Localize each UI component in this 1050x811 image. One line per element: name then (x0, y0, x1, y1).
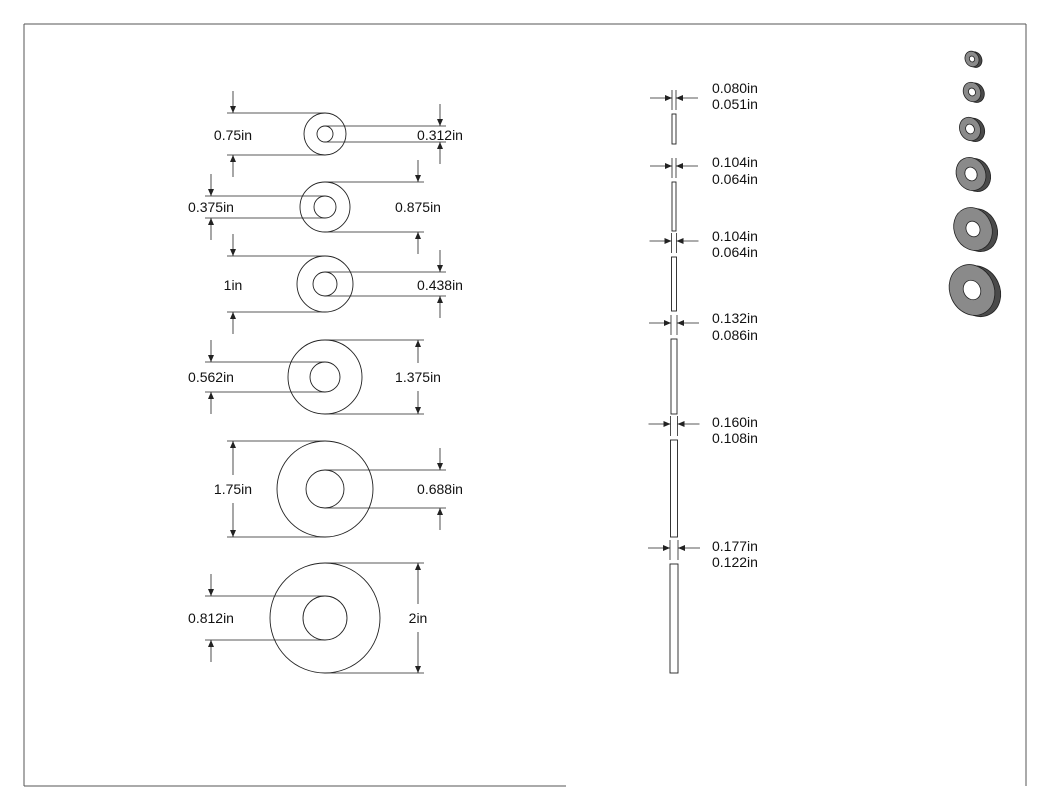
profile-3-max-dim: 0.104in (712, 228, 758, 244)
washer-3-inner-dim: 0.438in (417, 277, 463, 293)
washer-4-outer-dim: 1.375in (395, 369, 441, 385)
washer-4-inner-dim: 0.562in (188, 369, 234, 385)
washer-iso-hole (962, 279, 982, 301)
washer-6-outer-dim: 2in (409, 610, 428, 626)
washer-profile-1 (650, 90, 698, 145)
washer-profile-2 (650, 158, 698, 232)
washer-iso-hole (968, 55, 976, 63)
washer-1-inner-dim: 0.312in (417, 127, 463, 143)
washer-inner-circle (302, 595, 348, 641)
profile-3-min-dim: 0.064in (712, 244, 758, 260)
washer-5-outer-dim: 1.75in (214, 481, 252, 497)
washer-6-inner-dim: 0.812in (188, 610, 234, 626)
washer-inner-circle (309, 361, 341, 393)
profile-6-min-dim: 0.122in (712, 554, 758, 570)
washer-isometric-2 (962, 81, 985, 103)
washer-isometric-5 (953, 207, 999, 252)
washer-2-inner-dim: 0.375in (188, 199, 234, 215)
washer-front-view-4 (205, 339, 424, 415)
washer-inner-circle (316, 125, 334, 143)
washer-front-view-6 (205, 562, 424, 674)
washer-inner-circle (312, 271, 338, 297)
washer-profile-3 (649, 233, 699, 312)
washer-front-view-5 (227, 440, 446, 538)
washer-outer-circle (287, 339, 363, 415)
washer-2-outer-dim: 0.875in (395, 199, 441, 215)
profile-5-min-dim: 0.108in (712, 430, 758, 446)
washer-iso-hole (964, 166, 978, 182)
profile-1-min-dim: 0.051in (712, 96, 758, 112)
washer-profile-6 (648, 540, 700, 674)
washer-inner-circle (305, 469, 345, 509)
profile-rectangle (670, 439, 678, 538)
washer-front-view-2 (205, 160, 424, 254)
washer-iso-hole (965, 220, 981, 238)
washer-outer-circle (299, 181, 351, 233)
profile-4-min-dim: 0.086in (712, 327, 758, 343)
washer-front-view-3 (227, 234, 446, 334)
profile-rectangle (671, 256, 677, 312)
profile-rectangle (670, 338, 678, 415)
profile-6-max-dim: 0.177in (712, 538, 758, 554)
profile-rectangle (671, 181, 677, 232)
washer-isometric-3 (959, 116, 986, 142)
washer-inner-circle (313, 195, 337, 219)
profile-rectangle (671, 113, 677, 145)
washer-1-outer-dim: 0.75in (214, 127, 252, 143)
washer-front-view-1 (227, 91, 446, 177)
profile-4-max-dim: 0.132in (712, 310, 758, 326)
washer-outer-circle (303, 112, 347, 156)
washer-profile-4 (649, 315, 699, 415)
washer-iso-hole (968, 87, 976, 97)
washer-outer-circle (296, 255, 354, 313)
washer-5-inner-dim: 0.688in (417, 481, 463, 497)
profile-rectangle (669, 563, 679, 674)
profile-5-max-dim: 0.160in (712, 414, 758, 430)
washer-profile-views (648, 90, 700, 674)
sheet-border (23, 23, 1027, 787)
washer-isometric-6 (948, 264, 1002, 317)
washer-isometric-1 (964, 50, 983, 68)
washer-3-outer-dim: 1in (224, 277, 243, 293)
profile-2-max-dim: 0.104in (712, 154, 758, 170)
washer-iso-hole (965, 123, 975, 135)
profile-2-min-dim: 0.064in (712, 171, 758, 187)
profile-1-max-dim: 0.080in (712, 80, 758, 96)
washer-isometric-views (948, 50, 1002, 317)
washer-outer-circle (269, 562, 381, 674)
washer-front-views (205, 91, 446, 674)
washer-profile-5 (648, 416, 700, 538)
washer-isometric-4 (955, 157, 992, 192)
washer-outer-circle (276, 440, 374, 538)
